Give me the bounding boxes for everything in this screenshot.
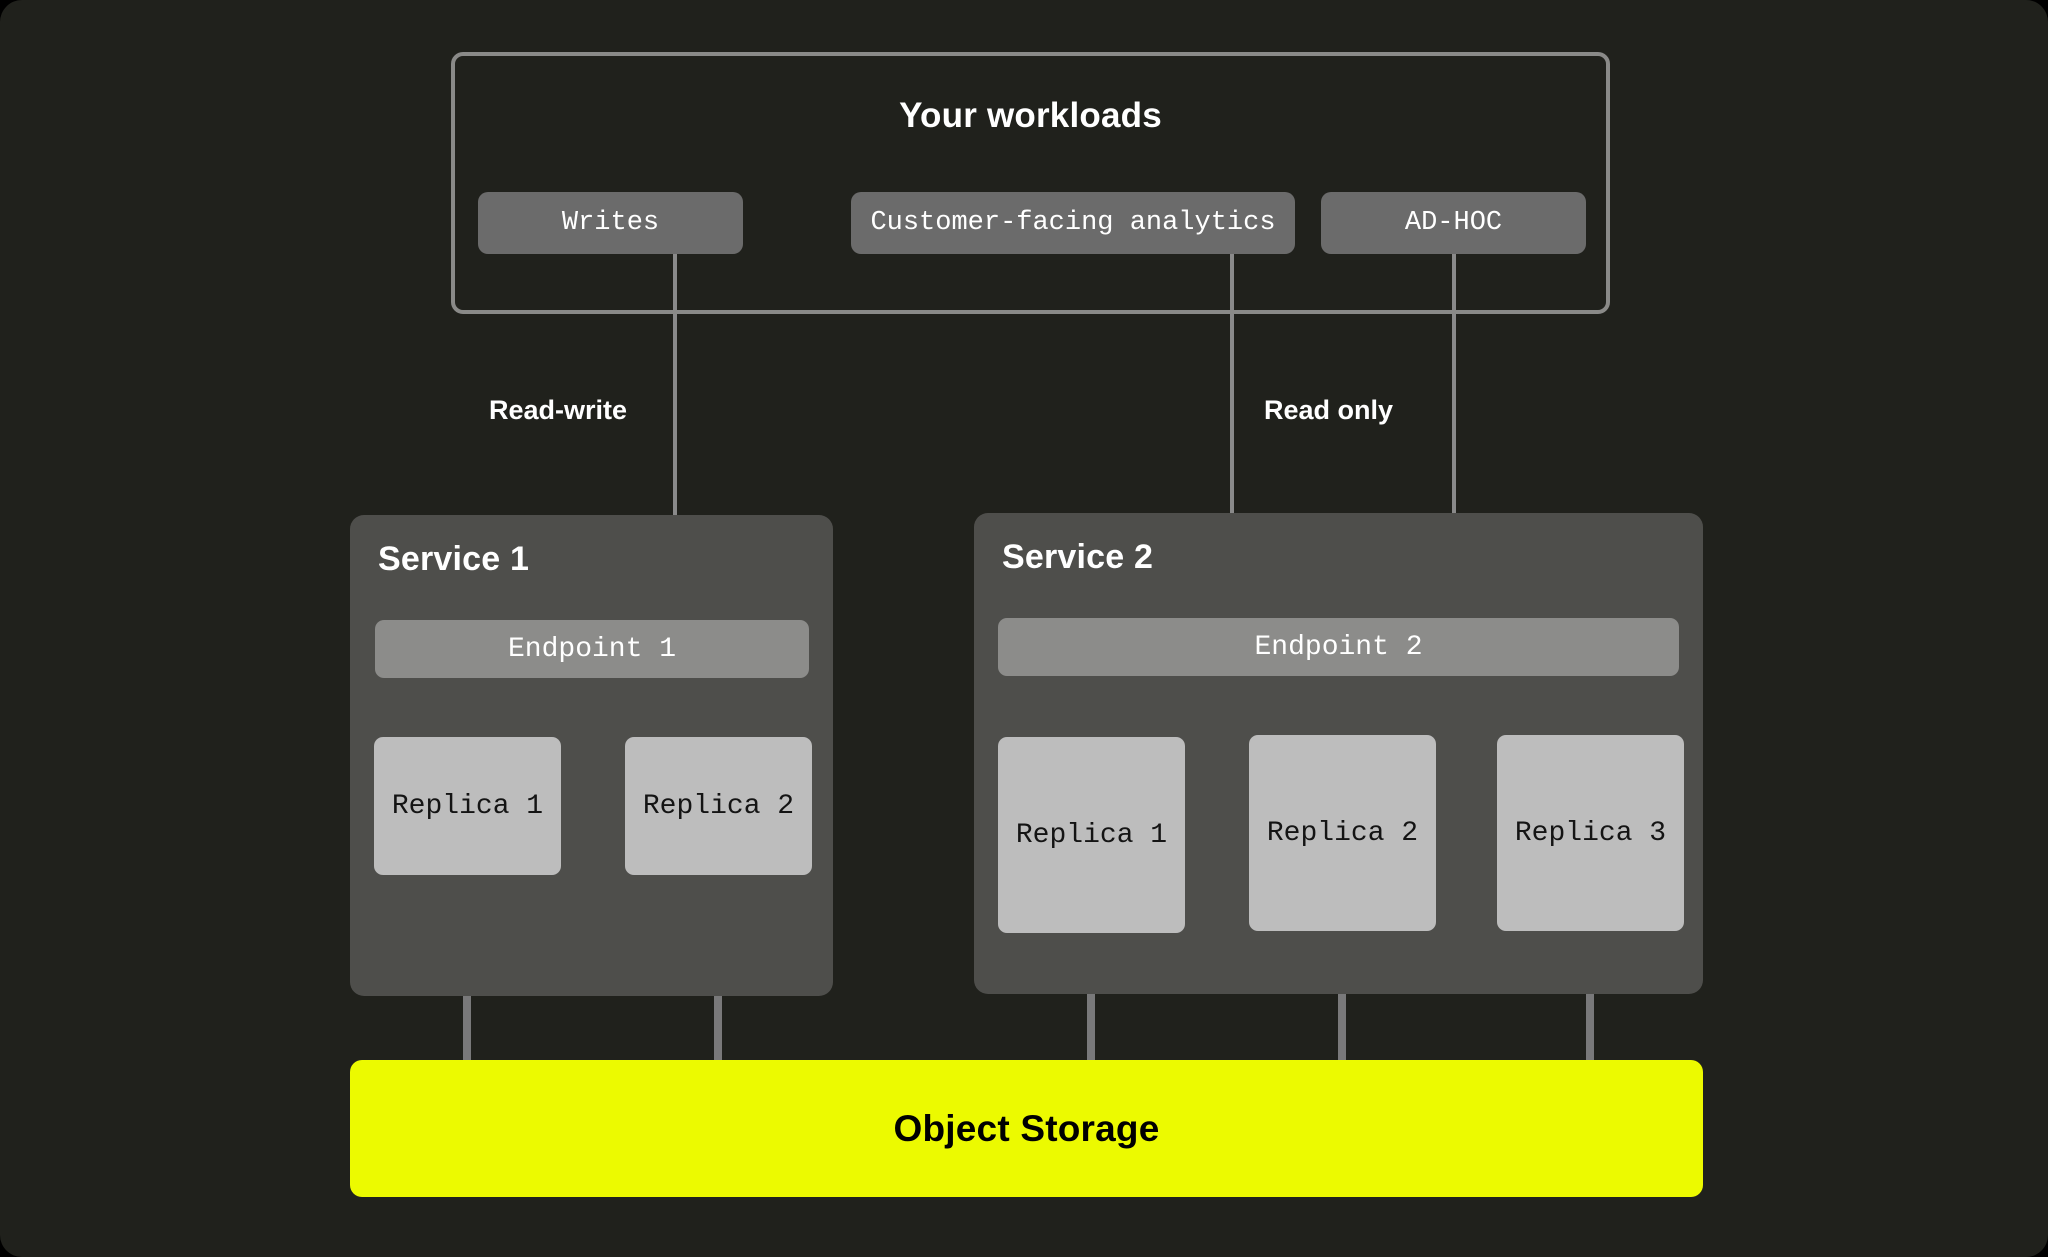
endpoint-label: Endpoint 2 bbox=[1254, 631, 1423, 663]
endpoint-bar-1[interactable]: Endpoint 1 bbox=[375, 620, 809, 678]
workloads-panel: Your workloads bbox=[451, 52, 1610, 314]
workload-chip-writes[interactable]: Writes bbox=[478, 192, 743, 254]
endpoint-label: Endpoint 1 bbox=[507, 633, 677, 665]
replica-box[interactable]: Replica 2 bbox=[1249, 735, 1436, 931]
replica-label: Replica 1 bbox=[391, 790, 544, 822]
replica-label: Replica 1 bbox=[1015, 819, 1168, 851]
object-storage-bar[interactable]: Object Storage bbox=[350, 1060, 1703, 1197]
replica-box[interactable]: Replica 2 bbox=[625, 737, 812, 875]
service-title: Service 2 bbox=[1002, 538, 1154, 576]
edge-label-read-only: Read only bbox=[1264, 395, 1394, 425]
replica-label: Replica 2 bbox=[1266, 817, 1419, 849]
workload-chip-analytics[interactable]: Customer-facing analytics bbox=[851, 192, 1295, 254]
workload-chip-label: Customer-facing analytics bbox=[870, 208, 1276, 238]
workload-chip-label: Writes bbox=[561, 208, 660, 238]
workload-chip-label: AD-HOC bbox=[1404, 208, 1503, 238]
service-title: Service 1 bbox=[378, 540, 530, 578]
edge-label-read-write: Read-write bbox=[489, 395, 628, 425]
endpoint-bar-2[interactable]: Endpoint 2 bbox=[998, 618, 1679, 676]
object-storage-label: Object Storage bbox=[893, 1107, 1160, 1149]
replica-box[interactable]: Replica 3 bbox=[1497, 735, 1684, 931]
workload-chip-adhoc[interactable]: AD-HOC bbox=[1321, 192, 1586, 254]
replica-label: Replica 3 bbox=[1514, 817, 1667, 849]
replica-box[interactable]: Replica 1 bbox=[998, 737, 1185, 933]
workloads-panel-title: Your workloads bbox=[899, 96, 1162, 135]
replica-box[interactable]: Replica 1 bbox=[374, 737, 561, 875]
replica-label: Replica 2 bbox=[642, 790, 795, 822]
